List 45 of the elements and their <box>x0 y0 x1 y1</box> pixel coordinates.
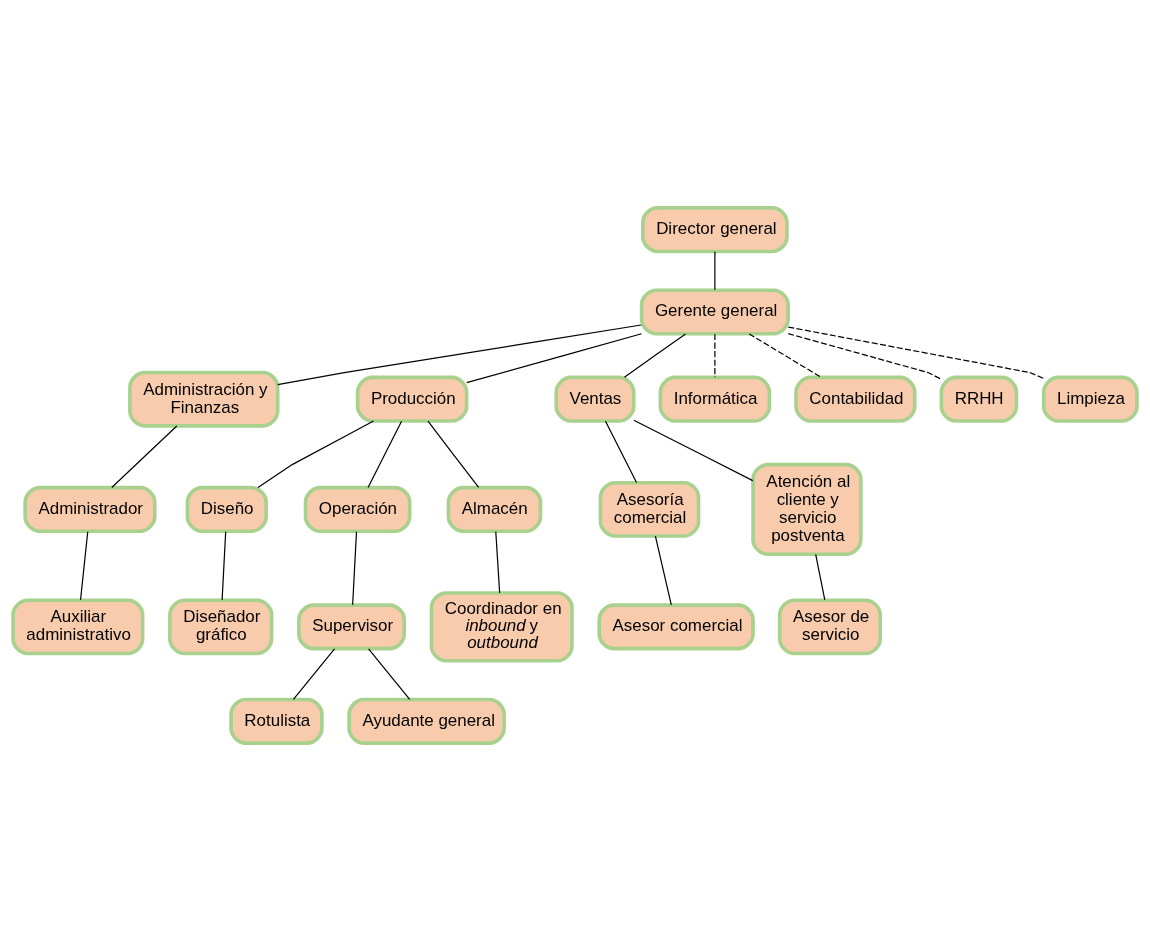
node-box: Coordinador en inbound y outbound <box>429 591 574 663</box>
connector <box>654 535 672 606</box>
node-box: Informática <box>658 375 772 423</box>
node-box: Operación <box>303 485 412 534</box>
connector <box>748 333 822 378</box>
node-box: Almacén <box>446 485 543 534</box>
node-box: Atención al cliente y servicio postventa <box>751 462 863 557</box>
node-box: Asesor comercial <box>597 603 755 651</box>
connector <box>714 333 716 378</box>
node-box: Director general <box>641 206 789 254</box>
connector <box>352 531 358 606</box>
connector <box>221 531 227 601</box>
connector <box>623 333 687 378</box>
node-box: RRHH <box>939 375 1019 423</box>
node-box: Ventas <box>554 375 636 423</box>
node-box: Contabilidad <box>794 375 917 423</box>
node-box: Ayudante general <box>347 697 506 745</box>
node-box: Gerente general <box>639 288 790 336</box>
connector <box>495 531 501 594</box>
node-box: Supervisor <box>297 603 407 651</box>
node-box: Asesor de servicio <box>777 598 882 656</box>
connector <box>604 420 638 484</box>
connector <box>427 420 480 489</box>
connector <box>815 553 826 601</box>
connector <box>257 420 375 489</box>
connector <box>292 648 336 700</box>
connector <box>277 324 642 386</box>
connector <box>368 648 411 700</box>
node-box: Diseño <box>185 485 268 534</box>
node-box: Administración y Finanzas <box>128 370 280 428</box>
connector <box>633 419 754 482</box>
connector <box>787 326 1044 379</box>
connector <box>79 531 89 601</box>
node-box: Auxiliar administrativo <box>11 598 145 656</box>
node-box: Diseñador gráfico <box>168 598 274 656</box>
node-box: Rotulista <box>229 697 324 745</box>
connector <box>466 333 643 384</box>
node-box: Administrador <box>23 485 157 534</box>
connector <box>787 333 942 380</box>
connector <box>111 425 178 489</box>
connector <box>367 420 403 489</box>
node-box: Limpieza <box>1041 375 1139 423</box>
node-box: Asesoría comercial <box>598 480 701 538</box>
node-box: Producción <box>355 375 469 423</box>
connector <box>714 251 716 291</box>
